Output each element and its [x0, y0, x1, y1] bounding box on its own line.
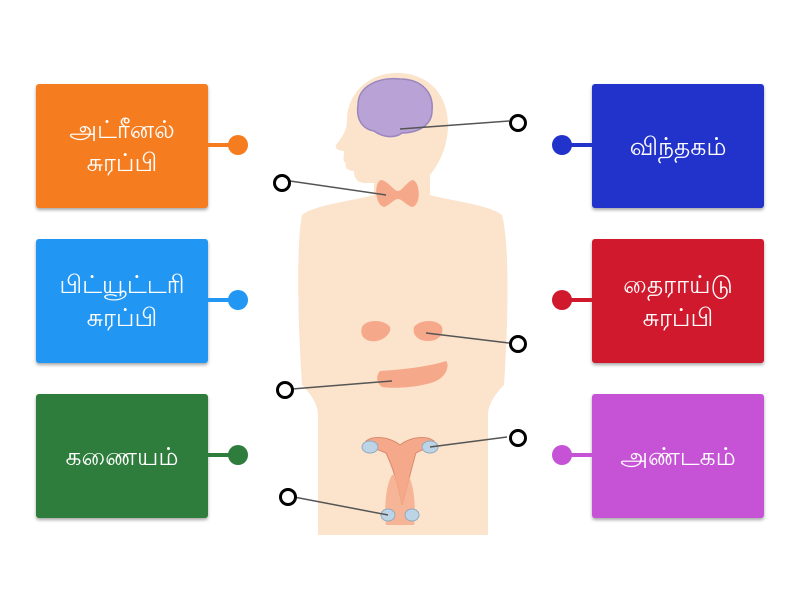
connector-dot: [552, 445, 572, 465]
card-adrenal-gland[interactable]: அட்ரீனல் சுரப்பி: [36, 84, 208, 208]
connector-dot: [552, 290, 572, 310]
ovary-left-shape: [361, 440, 379, 454]
card-connector: [565, 143, 593, 147]
card-connector: [565, 298, 593, 302]
card-pancreas[interactable]: கணையம்: [36, 394, 208, 518]
card-connector: [565, 453, 593, 457]
connector-dot: [228, 135, 248, 155]
uterus-shape: [365, 437, 435, 506]
drop-target-ovary[interactable]: [509, 429, 527, 447]
drop-target-testis[interactable]: [279, 488, 297, 506]
drop-target-adrenal[interactable]: [509, 335, 527, 353]
card-connector: [207, 453, 235, 457]
card-thyroid-gland[interactable]: தைராய்டு சுரப்பி: [592, 239, 764, 363]
pointer-line: [289, 180, 387, 196]
card-ovary[interactable]: அண்டகம்: [592, 394, 764, 518]
card-label-line1: அட்ரீனல்: [69, 115, 175, 144]
card-label-line1: விந்தகம்: [629, 131, 727, 161]
connector-dot: [228, 445, 248, 465]
card-label-line2: சுரப்பி: [642, 303, 714, 332]
pointer-line: [429, 436, 508, 448]
drop-target-brain[interactable]: [509, 114, 527, 132]
card-label-line2: சுரப்பி: [86, 148, 158, 177]
thyroid-shape: [376, 180, 419, 207]
testis-right-shape: [404, 508, 420, 522]
connector-dot: [552, 135, 572, 155]
card-testis[interactable]: விந்தகம்: [592, 84, 764, 208]
drop-target-thyroid[interactable]: [273, 174, 291, 192]
connector-dot: [228, 290, 248, 310]
card-connector: [207, 143, 235, 147]
pointer-line: [399, 120, 510, 130]
card-label-line1: தைராய்டு: [623, 270, 733, 299]
body-silhouette: [298, 73, 508, 535]
pancreas-shape: [377, 361, 448, 388]
human-endocrine-body-icon: [262, 65, 537, 540]
pointer-line: [291, 380, 393, 390]
card-label-line1: பிட்யூட்டரி: [59, 270, 185, 299]
card-connector: [207, 298, 235, 302]
card-pituitary-gland[interactable]: பிட்யூட்டரி சுரப்பி: [36, 239, 208, 363]
card-label-line1: அண்டகம்: [620, 441, 736, 471]
pointer-line: [425, 332, 510, 344]
drop-target-pancreas[interactable]: [276, 381, 294, 399]
card-label-line1: கணையம்: [65, 441, 179, 471]
card-label-line2: சுரப்பி: [86, 303, 158, 332]
adrenal-left-shape: [361, 321, 391, 342]
adrenal-right-shape: [413, 321, 443, 341]
pointer-line: [293, 496, 389, 516]
